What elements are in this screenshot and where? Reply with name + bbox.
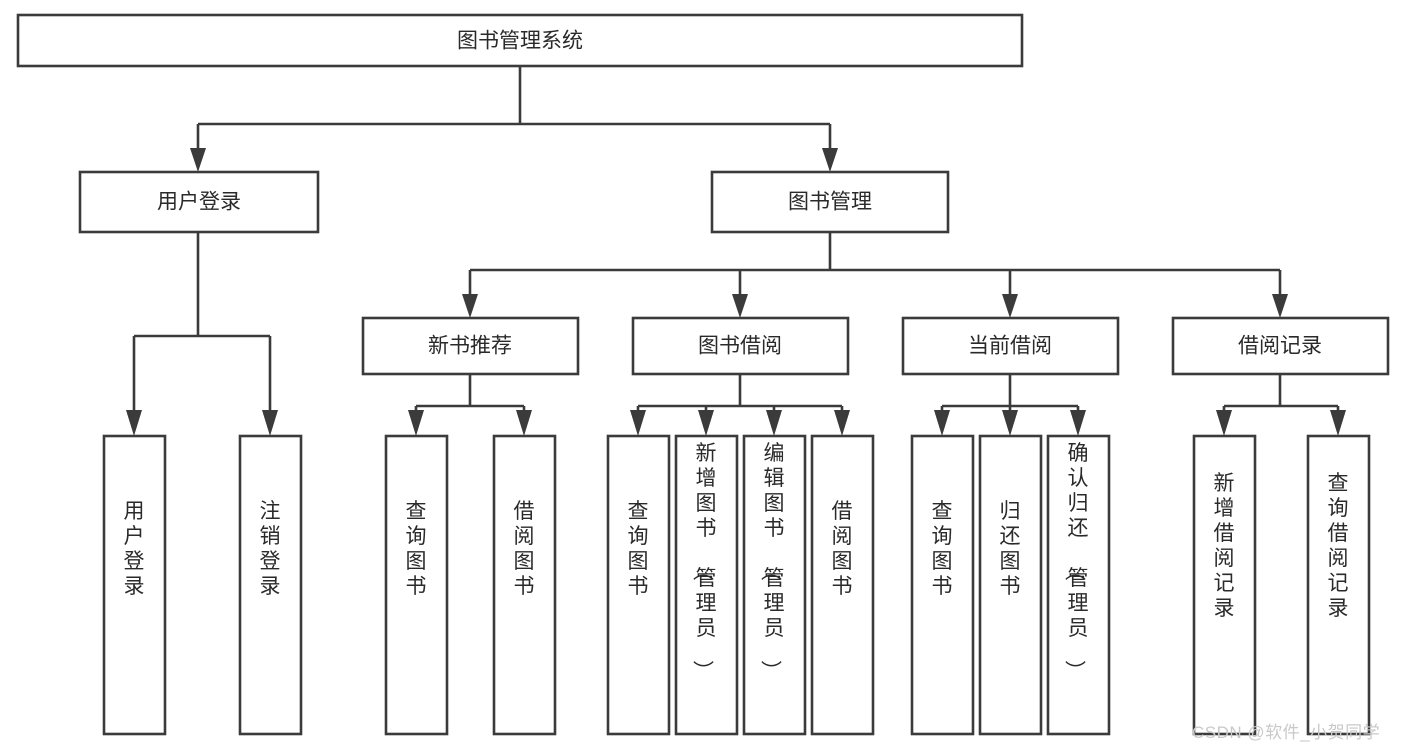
leaf-confirm-return-label: 确认归还（管理员）	[1063, 442, 1089, 681]
arrow-to-leaf-user-login	[126, 410, 142, 436]
leaf-query-book-2-label: 查询图书	[628, 500, 649, 598]
node-root-box[interactable]	[16, 13, 1024, 68]
leaf-logout[interactable]: 注销登录	[238, 434, 303, 736]
leaf-query-record[interactable]: 查询借阅记录	[1306, 434, 1371, 736]
leaf-query-book-1-box[interactable]	[384, 434, 449, 736]
node-user-login[interactable]: 用户登录	[78, 170, 320, 234]
leaf-confirm-return-box[interactable]	[1046, 434, 1111, 736]
leaf-user-login-box[interactable]	[102, 434, 167, 736]
leaf-return-book-label: 归还图书	[1000, 500, 1021, 598]
leaf-add-record-label: 新增借阅记录	[1214, 472, 1235, 620]
node-book-borrow[interactable]: 图书借阅	[631, 316, 850, 376]
leaf-logout-box[interactable]	[238, 434, 303, 736]
leaf-query-book-3[interactable]: 查询图书	[910, 434, 975, 736]
node-new-book-rec-box[interactable]	[361, 316, 580, 376]
node-borrow-record[interactable]: 借阅记录	[1171, 316, 1390, 376]
node-current-borrow-box[interactable]	[901, 316, 1120, 376]
node-book-manage-box[interactable]	[710, 170, 950, 234]
arrow-to-leaf-return-book	[1002, 410, 1018, 436]
leaf-return-book[interactable]: 归还图书	[978, 434, 1043, 736]
arrow-to-leaf-add-book	[698, 410, 714, 436]
leaf-borrow-book-2-box[interactable]	[810, 434, 875, 736]
arrow-to-leaf-borrow-book-2	[834, 410, 850, 436]
arrow-to-leaf-query-book-3	[934, 410, 950, 436]
node-book-borrow-box[interactable]	[631, 316, 850, 376]
node-user-login-box[interactable]	[78, 170, 320, 234]
leaf-confirm-return[interactable]: 确认归还（管理员）	[1046, 434, 1111, 736]
leaf-query-book-3-label: 查询图书	[932, 500, 953, 598]
node-new-book-rec-label: 新书推荐	[428, 335, 512, 358]
leaf-query-book-2[interactable]: 查询图书	[606, 434, 671, 736]
leaf-borrow-book-1[interactable]: 借阅图书	[492, 434, 557, 736]
arrow-to-leaf-confirm-return	[1070, 410, 1086, 436]
leaf-borrow-book-2-label: 借阅图书	[832, 500, 853, 598]
arrow-to-leaf-borrow-book-1	[516, 410, 532, 436]
node-borrow-record-label: 借阅记录	[1238, 335, 1322, 358]
leaf-query-record-label: 查询借阅记录	[1328, 472, 1349, 620]
node-book-manage[interactable]: 图书管理	[710, 170, 950, 234]
leaf-add-book-label: 新增图书（管理员）	[691, 442, 717, 681]
leaf-return-book-box[interactable]	[978, 434, 1043, 736]
leaf-logout-label: 注销登录	[260, 500, 281, 598]
arrow-to-book-manage	[822, 148, 838, 172]
csdn-watermark: CSDN @软件_小贺同学	[1192, 723, 1381, 742]
node-book-manage-label: 图书管理	[788, 191, 872, 214]
connector-layer	[126, 66, 1346, 436]
arrow-to-leaf-query-record	[1330, 410, 1346, 436]
leaf-user-login[interactable]: 用户登录	[102, 434, 167, 736]
leaf-user-login-label: 用户登录	[124, 500, 145, 598]
arrow-to-book-borrow	[732, 294, 748, 318]
node-current-borrow-label: 当前借阅	[968, 335, 1052, 358]
node-root-label: 图书管理系统	[457, 30, 583, 53]
leaf-add-book[interactable]: 新增图书（管理员）	[674, 434, 739, 736]
node-book-borrow-label: 图书借阅	[698, 335, 782, 358]
node-borrow-record-box[interactable]	[1171, 316, 1390, 376]
leaf-borrow-book-2[interactable]: 借阅图书	[810, 434, 875, 736]
leaf-edit-book-box[interactable]	[742, 434, 807, 736]
arrow-to-leaf-edit-book	[766, 410, 782, 436]
arrow-to-leaf-query-book-1	[408, 410, 424, 436]
arrow-to-current-borrow	[1002, 294, 1018, 318]
leaf-query-book-1[interactable]: 查询图书	[384, 434, 449, 736]
leaf-add-record[interactable]: 新增借阅记录	[1192, 434, 1257, 736]
leaf-add-book-box[interactable]	[674, 434, 739, 736]
arrow-to-leaf-logout	[262, 410, 278, 436]
node-current-borrow[interactable]: 当前借阅	[901, 316, 1120, 376]
leaf-query-book-2-box[interactable]	[606, 434, 671, 736]
node-root[interactable]: 图书管理系统	[16, 13, 1024, 68]
arrow-to-leaf-query-book-2	[630, 410, 646, 436]
leaf-add-record-box[interactable]	[1192, 434, 1257, 736]
node-user-login-label: 用户登录	[157, 191, 241, 214]
arrow-to-leaf-add-record	[1216, 410, 1232, 436]
leaf-borrow-book-1-box[interactable]	[492, 434, 557, 736]
arrow-to-user-login	[190, 148, 206, 172]
leaf-query-book-3-box[interactable]	[910, 434, 975, 736]
arrow-to-new-book-rec	[462, 294, 478, 318]
leaf-query-book-1-label: 查询图书	[406, 500, 427, 598]
leaf-query-record-box[interactable]	[1306, 434, 1371, 736]
leaf-edit-book[interactable]: 编辑图书（管理员）	[742, 434, 807, 736]
node-new-book-rec[interactable]: 新书推荐	[361, 316, 580, 376]
leaf-borrow-book-1-label: 借阅图书	[514, 500, 535, 598]
leaf-edit-book-label: 编辑图书（管理员）	[759, 442, 785, 681]
arrow-to-borrow-record	[1272, 294, 1288, 318]
